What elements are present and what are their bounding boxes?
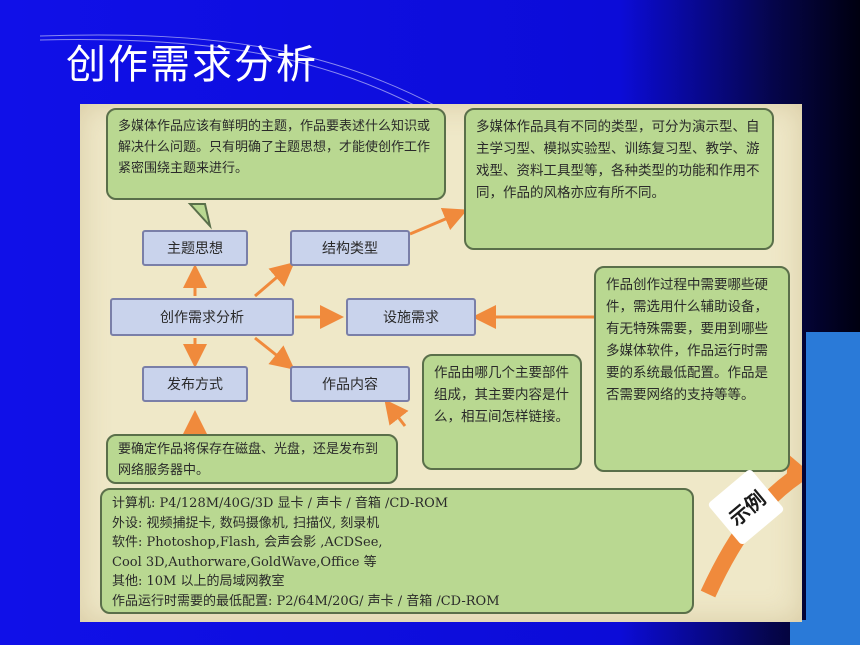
theme-note: 多媒体作品应该有鲜明的主题，作品要表述什么知识或解决什么问题。只有明确了主题思想… — [106, 108, 446, 200]
accent-block — [806, 332, 860, 645]
node-content: 作品内容 — [290, 366, 410, 402]
accent-block-bottom — [790, 620, 860, 645]
node-structure: 结构类型 — [290, 230, 410, 266]
arrow-structure-note — [409, 207, 468, 236]
node-facility: 设施需求 — [346, 298, 476, 336]
facility-note: 作品创作过程中需要哪些硬件，需选用什么辅助设备，有无特殊需要，要用到哪些多媒体软… — [594, 266, 790, 472]
node-theme: 主题思想 — [142, 230, 248, 266]
content-note: 作品由哪几个主要部件组成，其主要内容是什么，相互间怎样链接。 — [422, 354, 582, 470]
theme-note-tail — [187, 203, 212, 230]
slide-title: 创作需求分析 — [66, 42, 318, 88]
node-center: 创作需求分析 — [110, 298, 294, 336]
diagram-panel: 多媒体作品应该有鲜明的主题，作品要表述什么知识或解决什么问题。只有明确了主题思想… — [80, 104, 802, 622]
example-line: 软件: Photoshop,Flash, 会声会影 ,ACDSee, — [112, 535, 383, 550]
example-line: 其他: 10M 以上的局域网教室 — [112, 574, 285, 589]
arrow-content-note — [384, 399, 409, 427]
arrow-to-structure — [254, 262, 295, 298]
example-line: Cool 3D,Authorware,GoldWave,Office 等 — [112, 554, 377, 570]
example-box: 计算机: P4/128M/40G/3D 显卡 / 声卡 / 音箱 /CD-ROM… — [100, 488, 694, 614]
structure-note: 多媒体作品具有不同的类型，可分为演示型、自主学习型、模拟实验型、训练复习型、教学… — [464, 108, 774, 250]
example-curve-head — [786, 454, 802, 488]
arrow-to-content — [254, 336, 295, 370]
node-publish: 发布方式 — [142, 366, 248, 402]
publish-note: 要确定作品将保存在磁盘、光盘，还是发布到网络服务器中。 — [106, 434, 398, 484]
example-line: 作品运行时需要的最低配置: P2/64M/20G/ 声卡 / 音箱 /CD-RO… — [112, 593, 500, 609]
example-line: 外设: 视频捕捉卡, 数码摄像机, 扫描仪, 刻录机 — [112, 515, 380, 531]
example-line: 计算机: P4/128M/40G/3D 显卡 / 声卡 / 音箱 /CD-ROM — [112, 496, 449, 511]
title-decoration — [39, 34, 441, 109]
